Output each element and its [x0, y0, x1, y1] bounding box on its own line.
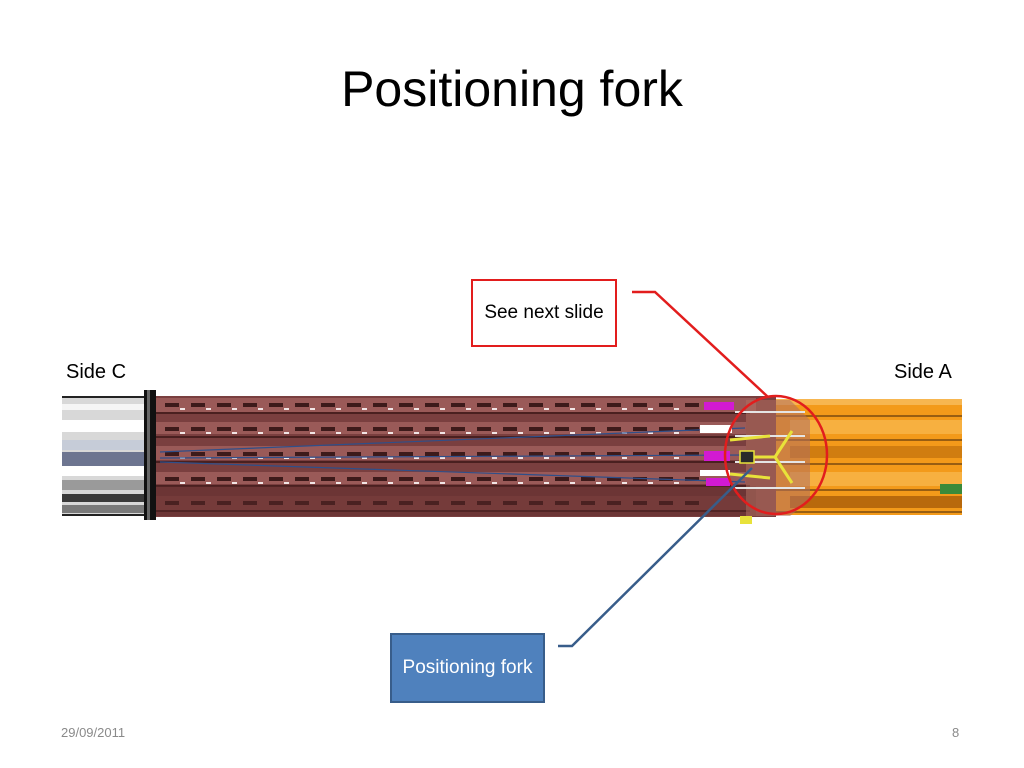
side-a-label: Side A: [894, 361, 952, 383]
slot-pattern: [165, 403, 700, 505]
callout-bottom-text: Positioning fork: [402, 657, 533, 679]
converging-lines: [159, 427, 746, 483]
positioning-fork-callout: Positioning fork: [390, 633, 545, 703]
magenta-connectors: [704, 402, 734, 486]
footer-date: 29/09/2011: [61, 725, 126, 740]
see-next-slide-callout: See next slide: [471, 279, 617, 347]
blue-leader-line: [558, 467, 753, 648]
slide-title: Positioning fork: [341, 61, 683, 117]
red-leader-line: [632, 290, 769, 398]
highlight-circle: [723, 394, 829, 516]
side-c-label: Side C: [66, 361, 127, 383]
page-number: 8: [952, 725, 960, 740]
callout-top-text: See next slide: [484, 302, 604, 324]
